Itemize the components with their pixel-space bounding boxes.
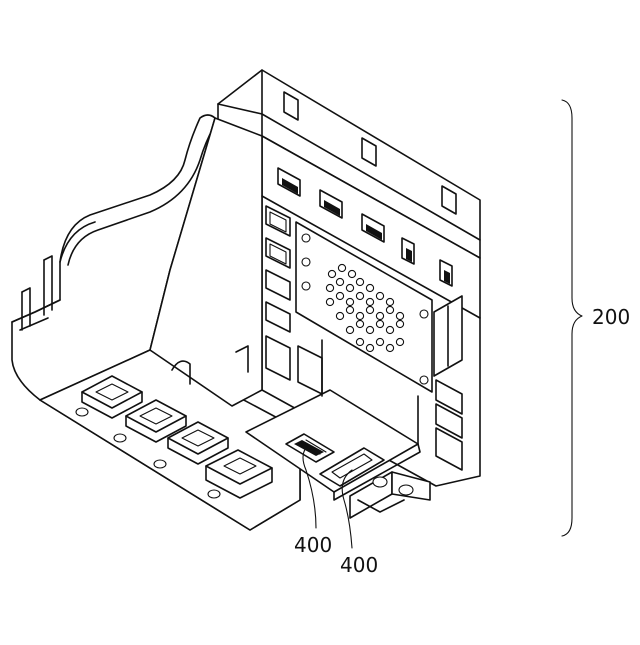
brace-200 <box>562 100 582 536</box>
label-contact-right: 400 <box>340 553 378 577</box>
label-assembly: 200 <box>592 305 630 329</box>
label-contact-left: 400 <box>294 533 332 557</box>
